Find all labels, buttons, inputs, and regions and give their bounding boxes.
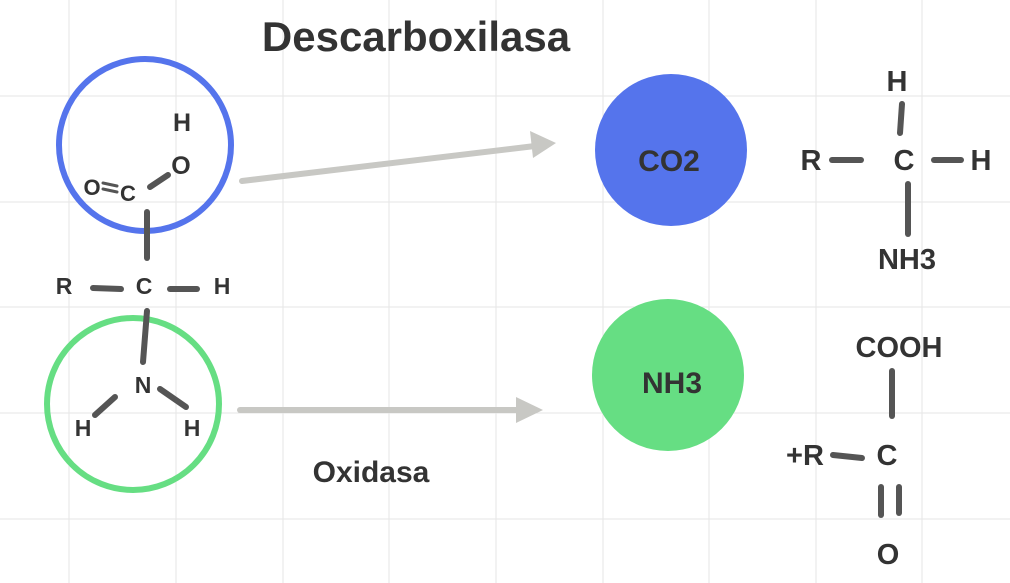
br-atom-o: O (877, 539, 900, 571)
br-atom-c: C (877, 440, 898, 472)
title: Descarboxilasa (262, 13, 571, 60)
bond-o-double-c (101, 181, 119, 194)
left-molecule-bonds (90, 172, 200, 418)
arrow-bottom-head (516, 397, 543, 423)
bond-c-n (140, 308, 150, 365)
bond-r-c (830, 452, 865, 461)
bottom-right-molecule-bonds (830, 368, 902, 518)
label-oxidasa: Oxidasa (313, 456, 430, 489)
co2-product-circle (595, 74, 747, 226)
bond-n-h-right (157, 386, 189, 410)
atom-n: N (135, 372, 152, 398)
br-atom-r: +R (786, 440, 824, 472)
tr-atom-r: R (801, 145, 822, 177)
nh3-product-circle (592, 299, 744, 451)
reaction-arrows (237, 131, 556, 423)
tr-atom-c: C (894, 145, 915, 177)
tr-atom-h-top: H (887, 66, 908, 98)
top-right-molecule-bonds (829, 101, 964, 237)
atom-h-amino-left: H (75, 415, 92, 441)
arrow-top-line (239, 143, 538, 184)
atom-c-alpha: C (136, 273, 153, 299)
bond-r-c (90, 285, 124, 292)
atom-h-alpha: H (214, 273, 231, 299)
atom-o-carbonyl: O (83, 175, 100, 200)
br-group-cooh: COOH (856, 332, 943, 364)
bond-h-c (897, 101, 905, 136)
amino-group-circle (44, 315, 222, 493)
atom-c-carboxyl: C (120, 181, 136, 206)
tr-atom-h-right: H (971, 145, 992, 177)
atom-o-hydroxyl: O (171, 152, 190, 180)
nh3-label: NH3 (642, 367, 702, 400)
bond-c-oh (147, 172, 171, 190)
carboxyl-group-circle (56, 56, 234, 234)
atom-h-amino-right: H (184, 415, 201, 441)
bond-n-h-left (92, 394, 118, 418)
atom-h-carboxyl: H (173, 109, 191, 137)
atom-r: R (56, 273, 73, 299)
co2-label: CO2 (638, 145, 700, 178)
arrow-top-head (530, 131, 556, 158)
tr-group-nh3: NH3 (878, 244, 936, 276)
